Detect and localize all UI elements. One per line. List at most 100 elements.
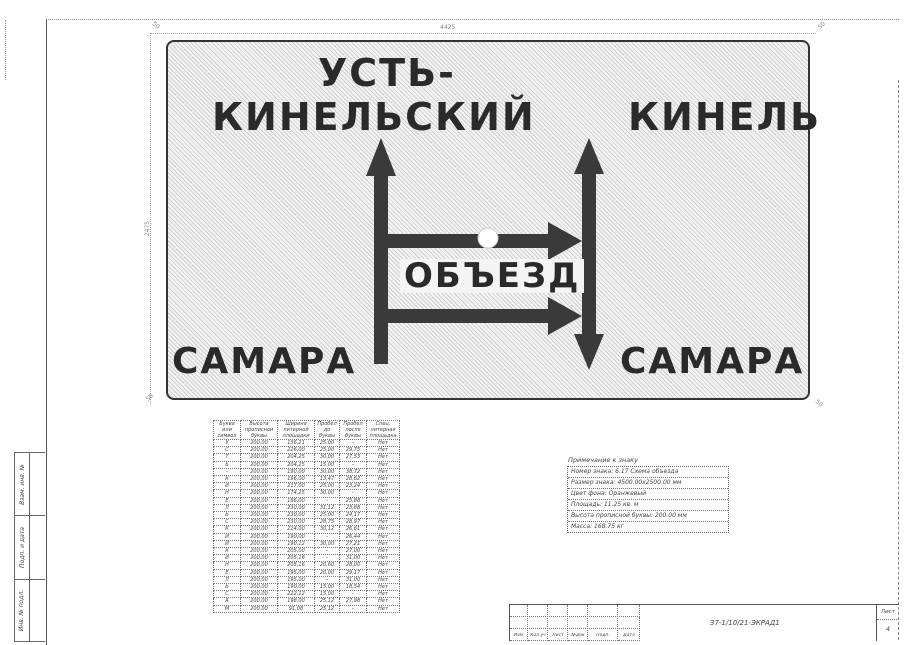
table-cell: 200,00 bbox=[240, 539, 278, 549]
table-cell: Ь bbox=[213, 511, 241, 520]
table-cell: 25,12 bbox=[314, 604, 340, 613]
table-cell: 38,72 bbox=[339, 467, 367, 477]
table-cell: 25,00 bbox=[314, 446, 340, 455]
table-cell: – bbox=[339, 438, 367, 448]
table-cell: 195,00 bbox=[277, 575, 315, 585]
table-cell: - bbox=[213, 467, 241, 477]
table-cell: И bbox=[213, 532, 241, 541]
table-cell: Нет bbox=[366, 453, 400, 462]
detour-sign: УСТЬ- КИНЕЛЬСКИЙ КИНЕЛЬ ОБЪЕЗД САМАРА СА… bbox=[166, 40, 819, 400]
destination-ust-line2: КИНЕЛЬСКИЙ bbox=[212, 95, 536, 139]
table-cell: Е bbox=[213, 496, 241, 505]
table-cell: – bbox=[314, 496, 340, 505]
table-cell: Нет bbox=[366, 532, 400, 541]
table-cell: 27,21 bbox=[339, 539, 367, 549]
table-cell: Т bbox=[213, 453, 241, 462]
left-margin-line bbox=[5, 20, 6, 80]
table-cell: И bbox=[213, 482, 241, 491]
table-cell: 190,00 bbox=[277, 583, 315, 592]
table-cell: 200,00 bbox=[240, 561, 278, 570]
table-cell: 230,00 bbox=[277, 518, 315, 527]
table-cell: 15,00 bbox=[314, 460, 340, 469]
destination-kinel: КИНЕЛЬ bbox=[628, 95, 822, 139]
note-bg-color: Цвет фона: Оранжевый bbox=[568, 489, 728, 500]
col-special: Спец. литерная площадка bbox=[366, 420, 400, 440]
table-cell: Нет bbox=[366, 575, 400, 585]
table-cell: К bbox=[213, 547, 241, 556]
table-cell: Нет bbox=[366, 518, 400, 527]
table-cell: 24,17 bbox=[339, 511, 367, 520]
table-cell: С bbox=[213, 590, 241, 599]
table-cell: 200,00 bbox=[240, 446, 278, 455]
table-cell: 25,00 bbox=[314, 482, 340, 491]
dimension-lines bbox=[150, 33, 816, 404]
table-cell: 205,16 bbox=[277, 554, 315, 563]
table-cell: 200,00 bbox=[240, 597, 278, 606]
table-cell: Нет bbox=[366, 597, 400, 606]
table-cell: Нет bbox=[366, 482, 400, 491]
sign-notes: Номер знака: 6.17 Схема объезда Размер з… bbox=[567, 466, 729, 533]
table-cell: 200,00 bbox=[240, 467, 278, 477]
table-cell: 27,98 bbox=[339, 597, 367, 606]
col-space-after: Пробел после буквы bbox=[339, 420, 367, 440]
table-cell: 204,25 bbox=[277, 453, 315, 462]
table-cell: Нет bbox=[366, 511, 400, 520]
right-frame-line bbox=[898, 80, 899, 640]
table-cell: 28,97 bbox=[339, 518, 367, 527]
sheet-number-box: Лист 4 bbox=[876, 605, 899, 641]
table-cell: А bbox=[213, 597, 241, 606]
table-cell: 31,12 bbox=[314, 503, 340, 513]
table-cell: Нет bbox=[366, 583, 400, 592]
table-cell: – bbox=[339, 489, 367, 498]
col-space-before: Пробел до буквы bbox=[314, 420, 340, 440]
table-cell: 200,00 bbox=[240, 525, 278, 534]
table-cell: 230,00 bbox=[277, 511, 315, 520]
table-cell: 25,12 bbox=[314, 597, 340, 606]
note-sign-number: Номер знака: 6.17 Схема объезда bbox=[568, 467, 728, 478]
table-cell: 15,00 bbox=[314, 583, 340, 592]
table-cell: 217,00 bbox=[277, 482, 315, 491]
table-cell: Ь bbox=[213, 583, 241, 592]
table-cell: 91,08 bbox=[277, 604, 315, 613]
table-cell: Л bbox=[213, 503, 241, 513]
side-stamp: Взам. инв. № Подп. и дата Инв. № подл. bbox=[14, 452, 45, 642]
table-cell: 200,00 bbox=[240, 547, 278, 556]
table-cell: 200,00 bbox=[240, 590, 278, 599]
table-cell: С bbox=[213, 518, 241, 527]
table-cell: 205,16 bbox=[277, 561, 315, 570]
table-cell: 200,00 bbox=[240, 554, 278, 563]
table-cell: 190,12 bbox=[277, 539, 315, 549]
note-cap-height: Высота прописной буквы: 200.00 мм bbox=[568, 511, 728, 522]
table-cell: Е bbox=[213, 568, 241, 577]
table-cell: 28,75 bbox=[314, 518, 340, 527]
table-cell: Нет bbox=[366, 467, 400, 477]
document-code: 37-1/10/21-ЭКРАД1 bbox=[710, 619, 780, 627]
table-cell: 30,00 bbox=[314, 453, 340, 462]
table-cell: 15,00 bbox=[314, 590, 340, 599]
table-cell: – bbox=[314, 547, 340, 556]
table-cell: 136,21 bbox=[277, 438, 315, 448]
table-cell: 31,00 bbox=[339, 575, 367, 585]
table-cell: 222,12 bbox=[277, 590, 315, 599]
table-cell: 198,00 bbox=[277, 597, 315, 606]
stamp-field-original-inv: Инв. № подл. bbox=[15, 579, 30, 641]
notes-title: Примечание к знаку bbox=[568, 456, 638, 464]
table-cell: Н bbox=[213, 561, 241, 570]
col-letter-width: Ширина литерной площадки bbox=[277, 420, 315, 440]
table-cell: 205,00 bbox=[277, 547, 315, 556]
table-cell: 200,00 bbox=[240, 460, 278, 469]
table-cell: – bbox=[339, 604, 367, 613]
detour-label: ОБЪЕЗД bbox=[400, 259, 585, 293]
table-cell: 200,00 bbox=[240, 496, 278, 505]
tb-col-docnum: №док bbox=[571, 633, 585, 638]
table-cell: 23,88 bbox=[339, 503, 367, 513]
table-cell: Нет bbox=[366, 460, 400, 469]
note-area: Площадь: 11.25 кв. м bbox=[568, 500, 728, 511]
destination-samara-right: САМАРА bbox=[620, 341, 805, 382]
